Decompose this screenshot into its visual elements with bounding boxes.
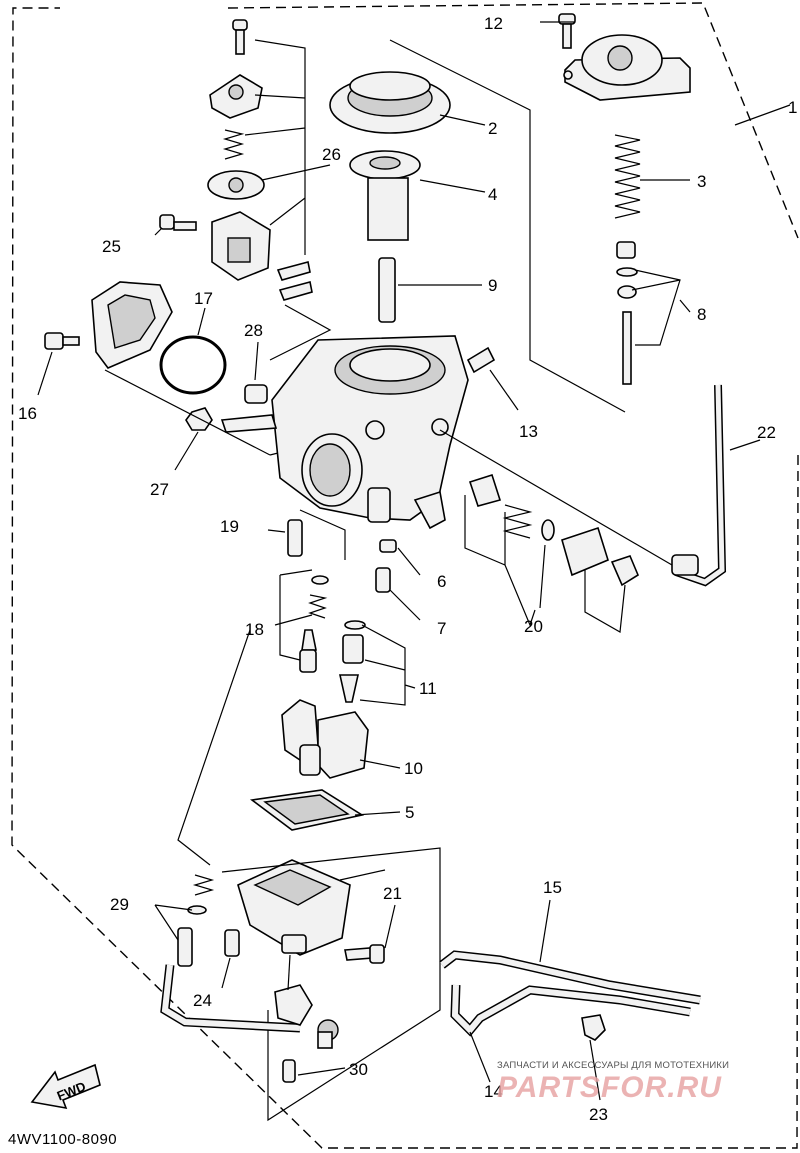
plug-28: [244, 384, 268, 404]
callout-2: 2: [488, 119, 497, 138]
callout-27: 27: [150, 480, 169, 499]
o-ring-17: [159, 335, 227, 395]
float-bowl: [237, 859, 351, 956]
air-screw-13: [466, 346, 496, 374]
plate-top-left: [209, 74, 263, 119]
screw-top-left: [232, 19, 248, 55]
callout-1: 1: [788, 98, 797, 117]
float-10: [281, 699, 369, 779]
clip-23: [581, 1014, 606, 1041]
callout-20: 20: [524, 617, 543, 636]
callout-15: 15: [543, 878, 562, 897]
callout-11: 11: [419, 679, 437, 698]
jet-24: [224, 929, 240, 957]
drain-screw-21: [344, 944, 385, 964]
screw-25: [159, 214, 197, 231]
screw-30: [282, 1059, 296, 1083]
callout-28: 28: [244, 321, 263, 340]
spring-3: [614, 134, 641, 219]
callout-23: 23: [589, 1105, 608, 1124]
callout-10: 10: [404, 759, 423, 778]
spring-29: [177, 874, 215, 967]
spring-small: [222, 129, 245, 160]
callout-14: 14: [484, 1082, 503, 1101]
callout-19: 19: [220, 517, 239, 536]
needle-valve-11: [339, 620, 366, 703]
callout-4: 4: [488, 185, 497, 204]
callout-12: 12: [484, 14, 503, 33]
callout-21: 21: [383, 884, 402, 903]
fwd-arrow-icon: FWD: [30, 1063, 101, 1110]
needle-jet-9: [378, 257, 396, 323]
screw-16: [44, 332, 80, 350]
drain-valve: [274, 984, 339, 1049]
watermark-caption: ЗАПЧАСТИ И АКСЕССУАРЫ ДЛЯ МОТОТЕХНИКИ: [497, 1060, 730, 1071]
jet-7: [375, 567, 391, 593]
callout-7: 7: [437, 619, 446, 638]
callout-18: 18: [245, 620, 264, 639]
callout-25: 25: [102, 237, 121, 256]
piston-4: [349, 150, 421, 241]
carburetor-body: [220, 335, 469, 530]
hose-22: [671, 384, 727, 587]
watermark-logo-text: PARTSFOR.RU: [497, 1071, 722, 1104]
callout-9: 9: [488, 276, 497, 295]
plunger-group-20: [468, 473, 640, 587]
watermark-logo: PARTSFOR.RU: [497, 1071, 722, 1104]
callout-22: 22: [757, 423, 776, 442]
callout-30: 30: [349, 1060, 368, 1079]
callout-29: 29: [110, 895, 129, 914]
diagram-code: 4WV1100-8090: [8, 1131, 118, 1148]
gasket-5: [249, 789, 365, 831]
top-cap: [563, 34, 691, 101]
jet-19: [287, 519, 303, 557]
callout-26: 26: [322, 145, 341, 164]
drain-hose: [160, 964, 301, 1033]
callout-8: 8: [697, 305, 706, 324]
callout-3: 3: [697, 172, 706, 191]
pilot-screw-18: [299, 575, 329, 673]
diaphragm-2: [329, 71, 451, 134]
bracket-block: [211, 211, 271, 281]
hose-15: [439, 950, 701, 1005]
jet-6: [379, 539, 397, 553]
callout-17: 17: [194, 289, 213, 308]
callout-16: 16: [18, 404, 37, 423]
needle-set-8: [616, 241, 638, 385]
callout-24: 24: [193, 991, 212, 1010]
hose-14: [450, 984, 691, 1037]
screw-12: [558, 13, 576, 49]
washer-26: [207, 170, 265, 200]
gasket-plate: [91, 281, 173, 369]
callout-6: 6: [437, 572, 446, 591]
callout-labels: 1 2 3 4 5 6 7 8 9 10 11 12 13 14 15 16 1…: [18, 14, 797, 1124]
callout-5: 5: [405, 803, 414, 822]
callout-13: 13: [519, 422, 538, 441]
